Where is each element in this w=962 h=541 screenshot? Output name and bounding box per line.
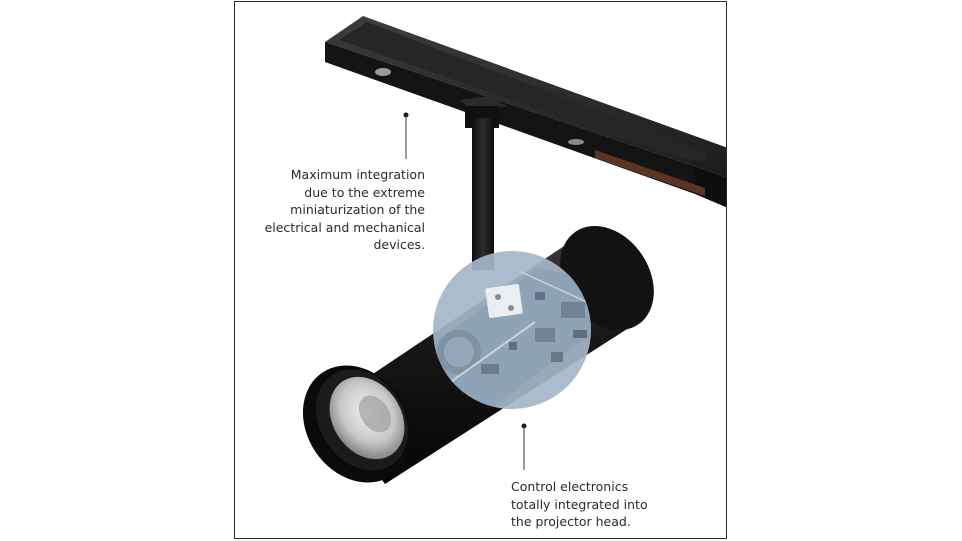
track-screw-icon [375,68,391,76]
callout-line: Maximum integration [290,167,425,182]
leader-bottom [521,423,527,470]
track-rail [325,16,726,208]
callout-line: due to the extreme [304,184,425,200]
track-adapter [459,96,507,270]
leader-top [403,112,409,159]
illustration-frame: Maximum integration due to the extreme m… [234,1,727,539]
callout-line: totally integrated into [511,496,648,512]
callout-integration: Maximum integration due to the extreme m… [235,166,425,254]
electronics-overlay [433,251,591,409]
callout-line: electrical and mechanical [264,219,425,235]
track-light-illustration [302,16,726,484]
connector [485,284,523,318]
circuit-board [433,268,591,409]
callout-line: the projector head. [511,514,631,529]
callout-line: Control electronics [511,479,629,494]
track-screw-icon [568,139,584,145]
callout-line: miniaturization of the [290,202,425,217]
stem [472,118,494,270]
callout-line: devices. [373,237,425,252]
callout-electronics: Control electronics totally integrated i… [511,478,711,531]
